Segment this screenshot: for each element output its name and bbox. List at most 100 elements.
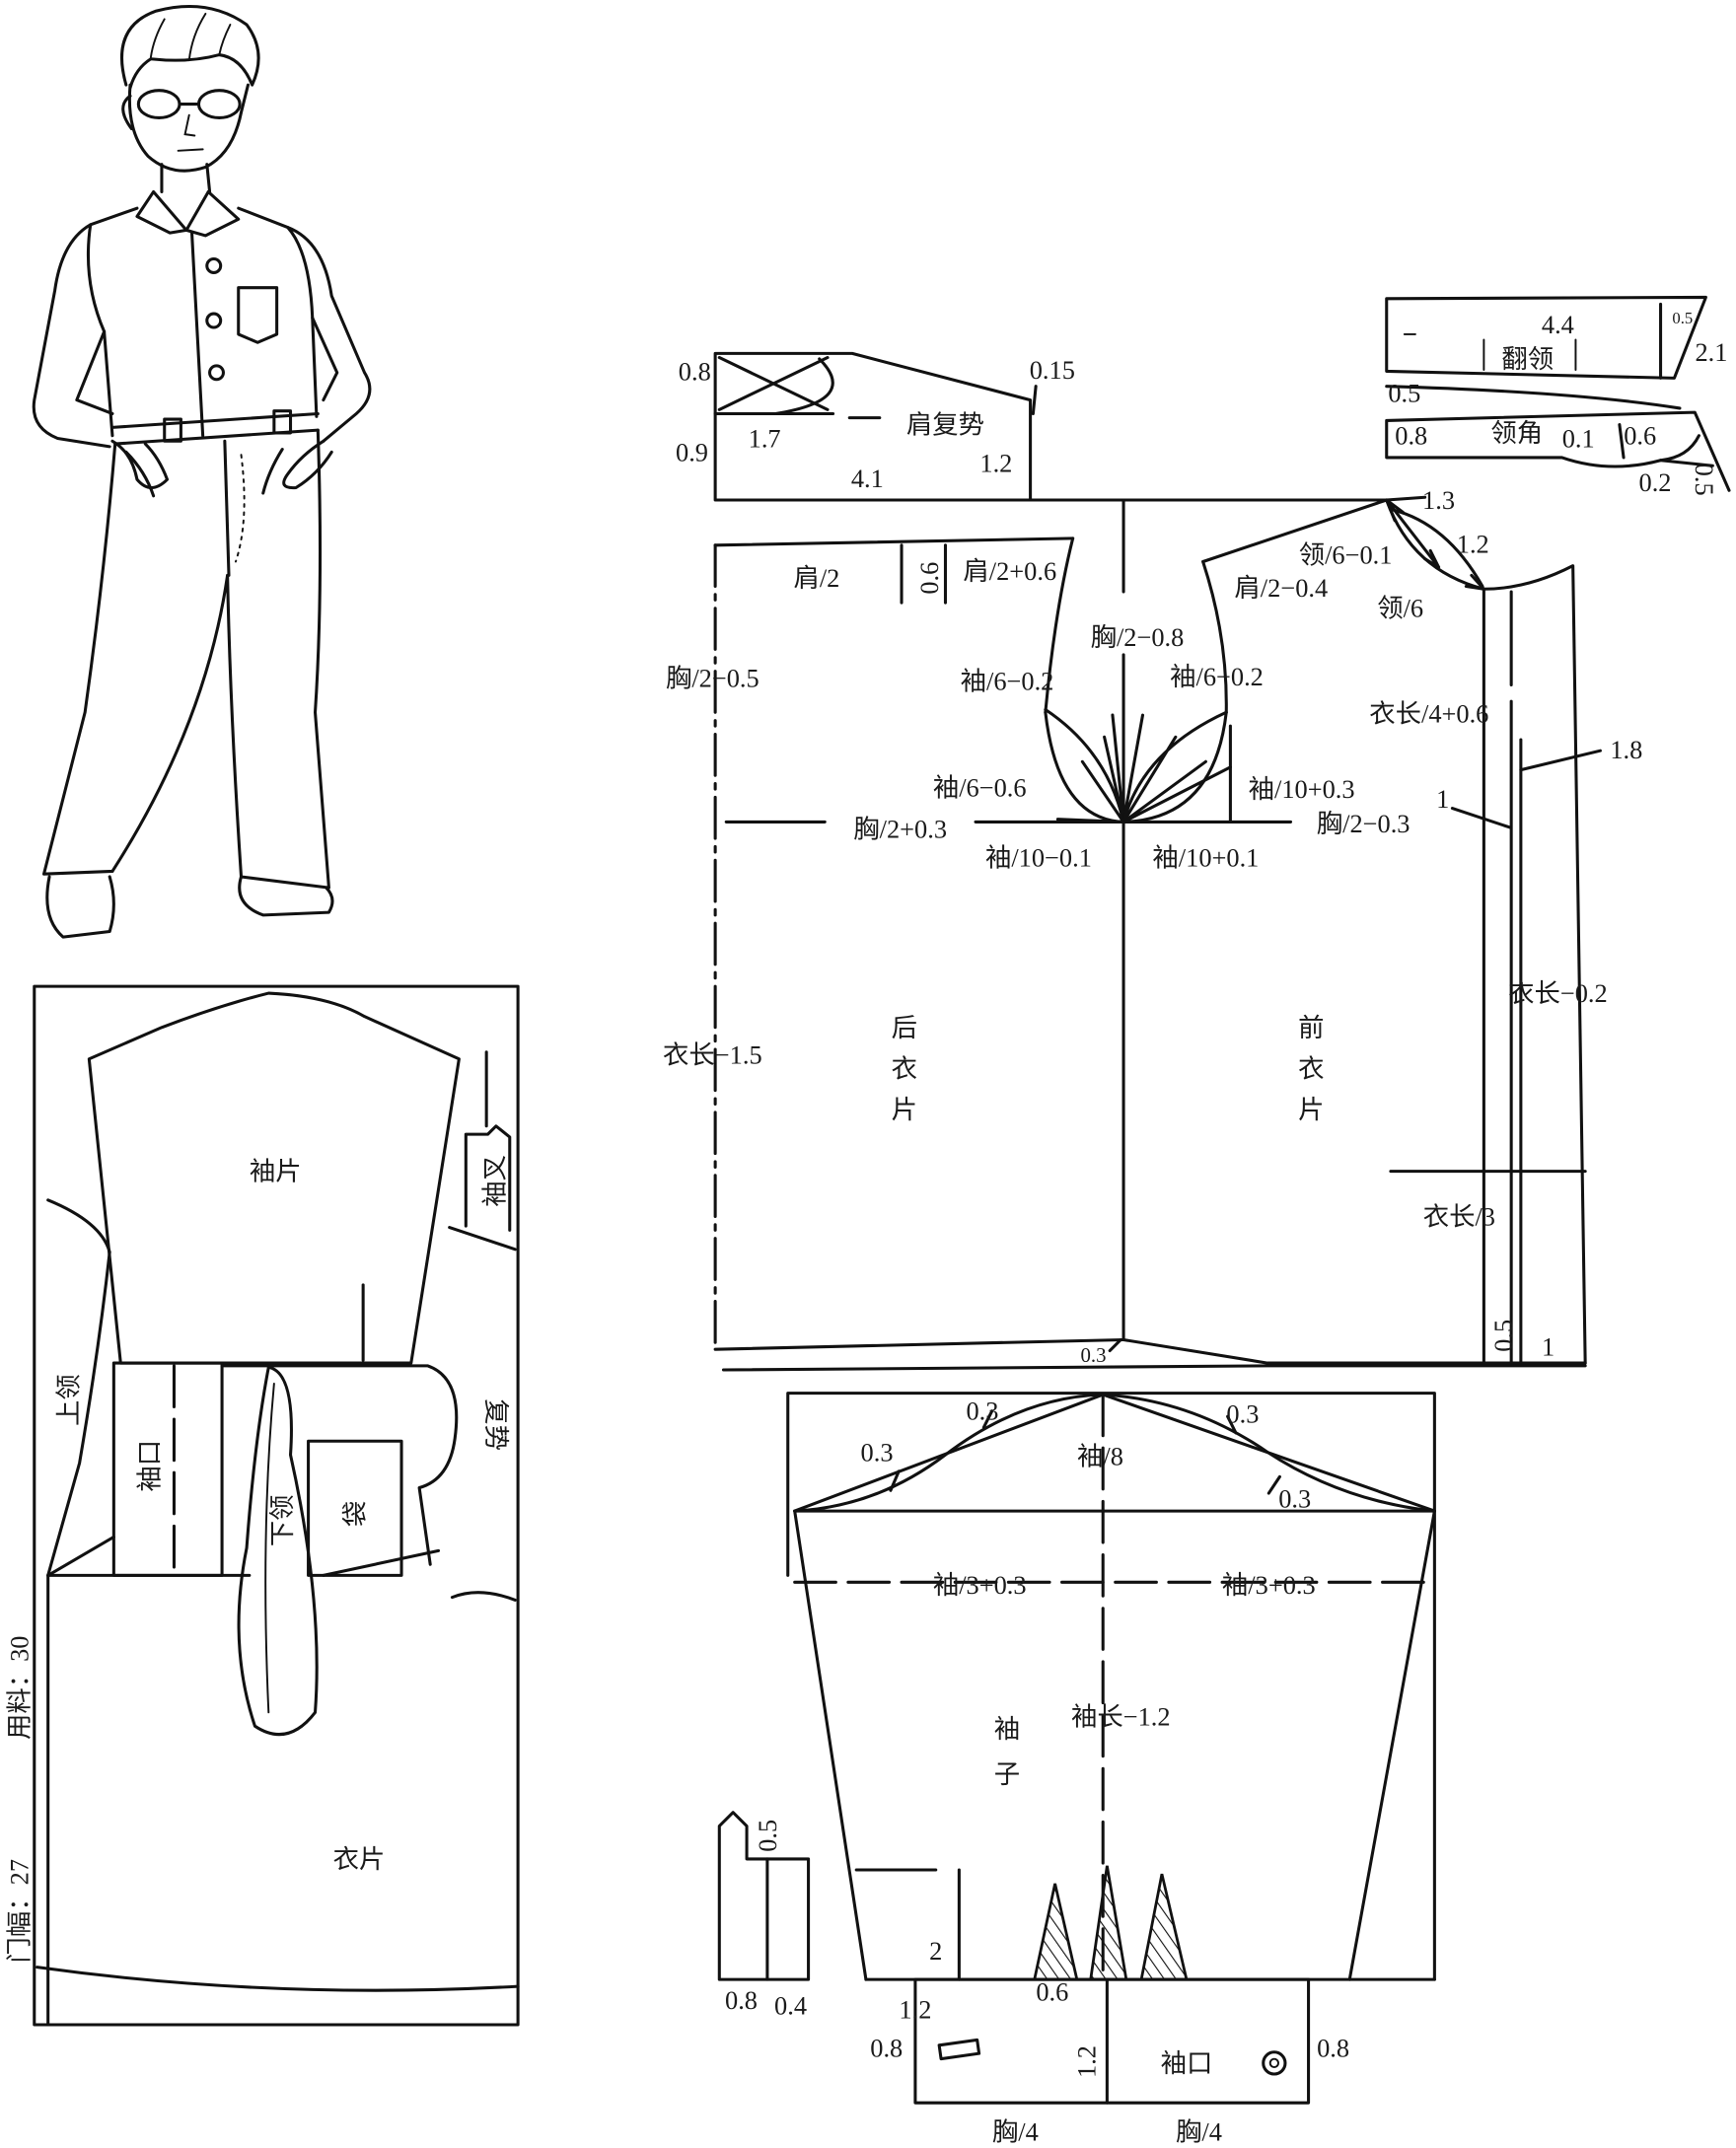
back-length-label: 衣长−1.5 [663, 1040, 762, 1070]
back-piece-name-2: 衣 [892, 1053, 917, 1083]
front-hem-label-b: 1 [1542, 1331, 1555, 1361]
figure-shoe-right [238, 875, 334, 917]
back-shoulder-line [713, 537, 1075, 547]
layout-body-label: 衣片 [333, 1844, 386, 1874]
front-piece-name-1: 前 [1298, 1013, 1324, 1042]
layout-yoke [220, 1364, 459, 1566]
back-shoulder-ticks [900, 543, 948, 605]
placket-width-tick [1519, 749, 1602, 772]
collar-pieces [1385, 295, 1731, 492]
figure-ear [121, 94, 133, 131]
cuff-outline [913, 1977, 1311, 2105]
figure-shirt-collar [135, 189, 241, 238]
side-hem-label: 0.3 [1080, 1343, 1106, 1367]
front-armhole-curve [1121, 710, 1228, 823]
front-neck-label: 领/6 [1377, 594, 1423, 623]
yoke-neck-curve [773, 357, 834, 416]
front-piece-name-3: 片 [1298, 1095, 1324, 1124]
front-chest-width-label: 胸/2−0.3 [1317, 809, 1410, 838]
sleeve-pleat-2 [1089, 1865, 1128, 1981]
cuff-name: 袖口 [1161, 2048, 1213, 2078]
pleat-label: 0.6 [1036, 1977, 1068, 2007]
front-hem-label-a: 0.5 [1488, 1320, 1518, 1352]
collar-point-name: 领角 [1490, 418, 1543, 448]
front-shoulder-line [1201, 498, 1389, 564]
figure-pants-pocket-right [261, 448, 284, 495]
sleeve-pleat-3 [1139, 1873, 1189, 1981]
sleeve-pleat-1 [1033, 1883, 1079, 1981]
front-underarm-label: 袖/10+0.1 [1152, 843, 1259, 873]
back-piece-name-1: 后 [892, 1013, 917, 1042]
figure-pants-right-leg [226, 428, 330, 890]
fabric-outline [33, 984, 520, 2027]
back-piece-name-3: 片 [892, 1095, 917, 1124]
yoke-label-slope: 0.15 [1030, 355, 1075, 385]
figure-glasses-right [196, 89, 242, 119]
layout-upper-collar [46, 1198, 111, 1577]
cuff-button-center-icon [1268, 2057, 1279, 2069]
layout-sleeve-piece [87, 991, 461, 1365]
front-armhole-depth-label: 袖/10+0.3 [1249, 774, 1355, 804]
yoke-label-right: 1.2 [979, 448, 1012, 477]
yoke-outline [713, 351, 1033, 502]
figure-glasses-left [136, 89, 181, 119]
yoke-label-top-left: 0.8 [679, 356, 711, 386]
figure-pants-fly-stitch [234, 454, 246, 563]
placket-opening-label: 2 [929, 1936, 942, 1966]
sleeve-frame [786, 1392, 1436, 1981]
sleeve-length-label: 袖长−1.2 [1071, 1701, 1171, 1731]
placket-tip-label: 0.5 [753, 1820, 782, 1852]
placket-width-label-b: 0.4 [774, 1991, 807, 2021]
front-armhole-label: 袖/6−0.2 [1170, 662, 1264, 691]
layout-body-top-line [46, 1548, 441, 1577]
figure-button-2 [205, 312, 223, 329]
collar-point-label-d: 0.5 [1690, 464, 1719, 496]
sleeve-width-right-label: 袖/3+0.3 [1222, 1570, 1316, 1600]
layout-cuff [111, 1361, 224, 1577]
collar-curve-label: 0.5 [1388, 379, 1420, 408]
figure-belt [110, 411, 320, 446]
layout-upper-collar-label: 上领 [54, 1374, 84, 1426]
front-length-label: 衣长−0.2 [1508, 978, 1608, 1008]
back-shoulder-drop-label: 0.6 [914, 562, 944, 595]
cuff-right-extension-label: 0.8 [1317, 2034, 1349, 2063]
cuff-height-label: 1.2 [1072, 2045, 1102, 2078]
figure-shoe-left [45, 875, 115, 939]
cap-height-label: 袖/8 [1077, 1442, 1123, 1471]
layout-lower-collar [237, 1365, 319, 1737]
back-armhole-curve [1044, 710, 1125, 823]
front-length-quarter-label: 衣长/4+0.6 [1369, 699, 1488, 729]
layout-placket-label: 袖叉 [479, 1155, 509, 1207]
back-shoulder-formula-label: 肩/2+0.6 [963, 556, 1056, 586]
neck-depth-label: 1.2 [1457, 529, 1489, 558]
sleeve-underarm-right [1347, 1509, 1436, 1981]
back-hem-line [713, 1337, 1125, 1351]
collar-point-label-c: 0.2 [1639, 467, 1672, 497]
yoke-labels: 0.8 0.15 1.7 肩复势 0.9 1.2 4.1 [676, 355, 1075, 493]
placket-offset-label: 1.2 [899, 1995, 931, 2025]
cap-ease-label-2: 0.3 [1226, 1398, 1259, 1428]
chest-line-front-tick [1450, 807, 1512, 829]
sleeve-underarm-left [793, 1509, 868, 1981]
sleeve-piece [717, 1392, 1436, 2105]
collar-point-label-b: 0.6 [1624, 421, 1656, 451]
cuff-width-left-label: 胸/4 [992, 2116, 1039, 2146]
layout-body-shoulder [46, 1535, 115, 1577]
figure-chest-pocket [237, 286, 279, 344]
yoke-cross-mark [717, 356, 830, 411]
neck-width-label: 1.3 [1422, 485, 1455, 515]
figure-belt-loop-right [272, 409, 293, 435]
layout-lower-collar-label: 下领 [267, 1494, 297, 1546]
layout-body-armhole [450, 1591, 517, 1602]
layout-lower-collar-inner [264, 1382, 275, 1714]
cap-ease-label-1: 0.3 [966, 1396, 998, 1426]
layout-labels: 袖片 袖叉 上领 袖口 下领 袋 复势 衣片 用料：30 门幅：27 [4, 1155, 510, 1963]
layout-yoke-label: 复势 [481, 1398, 511, 1451]
collar-labels: 4.4 0.5 2.1 翻领 0.5 0.8 领角 0.1 0.6 0.2 0.… [1388, 309, 1727, 497]
upper-collar-name: 翻领 [1501, 344, 1554, 374]
sleeve-placket-piece-2 [765, 1857, 811, 1981]
hem-side-tick [1108, 1337, 1122, 1353]
front-piece-name-2: 衣 [1298, 1053, 1324, 1083]
placket-width-label: 1.8 [1610, 735, 1642, 764]
base-line [721, 1364, 1587, 1372]
